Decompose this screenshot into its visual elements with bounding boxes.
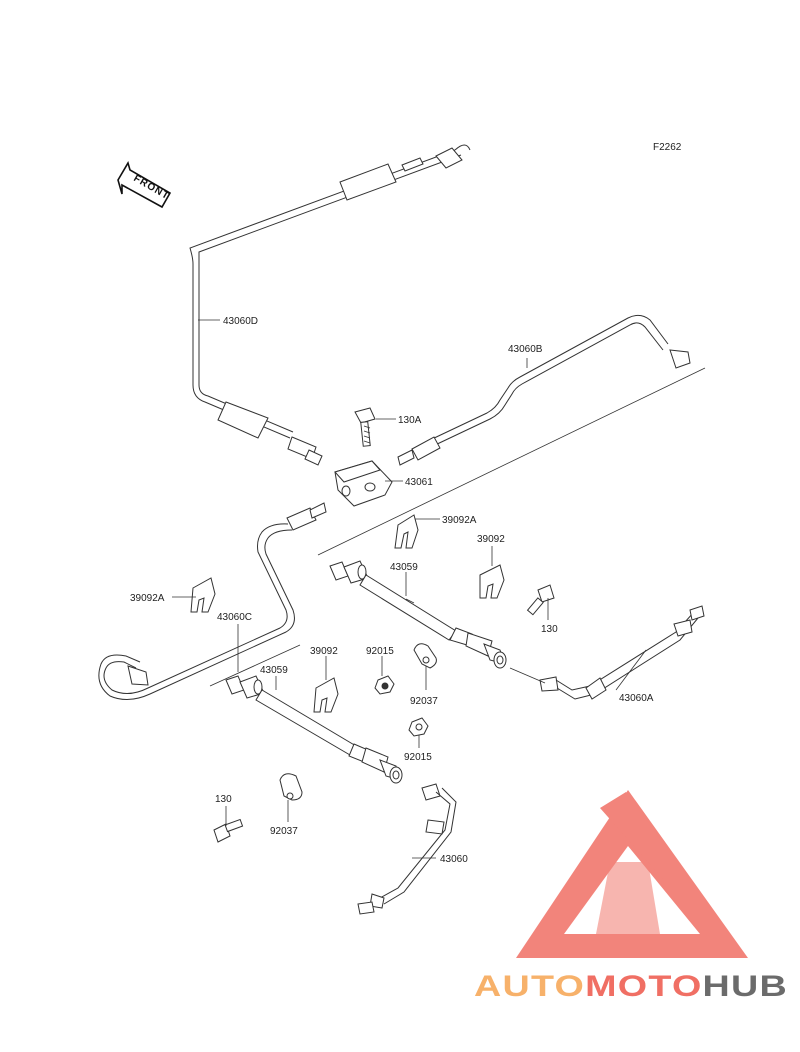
brake-line-43060a bbox=[509, 605, 705, 700]
front-arrow-icon: FRONT bbox=[117, 160, 171, 209]
callout-43059-upper: 43059 bbox=[390, 562, 418, 573]
clamp-92037-lower bbox=[279, 773, 303, 801]
watermark-moto: MOTO bbox=[585, 970, 702, 1003]
callout-39092a-upper: 39092A bbox=[442, 515, 477, 526]
nut-92015-lower bbox=[408, 717, 429, 737]
callout-39092-lower: 39092 bbox=[310, 646, 338, 657]
brake-line-43060d bbox=[189, 144, 471, 466]
callout-130a: 130A bbox=[398, 415, 422, 426]
clip-39092-upper bbox=[479, 564, 505, 599]
callout-92015-upper: 92015 bbox=[366, 646, 394, 657]
bolt-130-right bbox=[526, 584, 555, 616]
nut-92015-upper bbox=[374, 675, 395, 695]
clip-39092-lower bbox=[313, 677, 339, 713]
callout-39092-upper: 39092 bbox=[477, 534, 505, 545]
callout-43059-lower: 43059 bbox=[260, 665, 288, 676]
callout-92037-upper: 92037 bbox=[410, 696, 438, 707]
callout-92015-lower: 92015 bbox=[404, 752, 432, 763]
clamp-92037-upper bbox=[413, 643, 437, 669]
callout-43060d: 43060D bbox=[223, 316, 258, 327]
figure-code: F2262 bbox=[653, 142, 682, 153]
automotohub-logo-icon bbox=[516, 790, 748, 958]
callout-130-left: 130 bbox=[215, 794, 232, 805]
callout-92037-lower: 92037 bbox=[270, 826, 298, 837]
hose-43059-upper bbox=[329, 560, 507, 669]
callout-130-right: 130 bbox=[541, 624, 558, 635]
callout-43060b: 43060B bbox=[508, 344, 543, 355]
callout-43060c: 43060C bbox=[217, 612, 252, 623]
brake-line-43060b bbox=[317, 314, 706, 556]
clip-39092a-left bbox=[190, 577, 216, 613]
bolt-130-left bbox=[213, 818, 244, 843]
watermark-hub: HUB bbox=[703, 970, 788, 1003]
hose-43059-lower bbox=[225, 675, 403, 784]
callout-43060a: 43060A bbox=[619, 693, 654, 704]
brake-line-43060c bbox=[98, 502, 327, 700]
joint-43061 bbox=[334, 460, 393, 507]
leader-lines bbox=[172, 319, 647, 859]
watermark-auto: AUTO bbox=[474, 970, 585, 1003]
bolt-130a bbox=[354, 407, 376, 447]
brake-line-43060 bbox=[357, 783, 457, 915]
callout-43061: 43061 bbox=[405, 477, 433, 488]
clip-39092a-upper bbox=[394, 514, 419, 549]
callout-43060: 43060 bbox=[440, 854, 468, 865]
callout-39092a-left: 39092A bbox=[130, 593, 165, 604]
